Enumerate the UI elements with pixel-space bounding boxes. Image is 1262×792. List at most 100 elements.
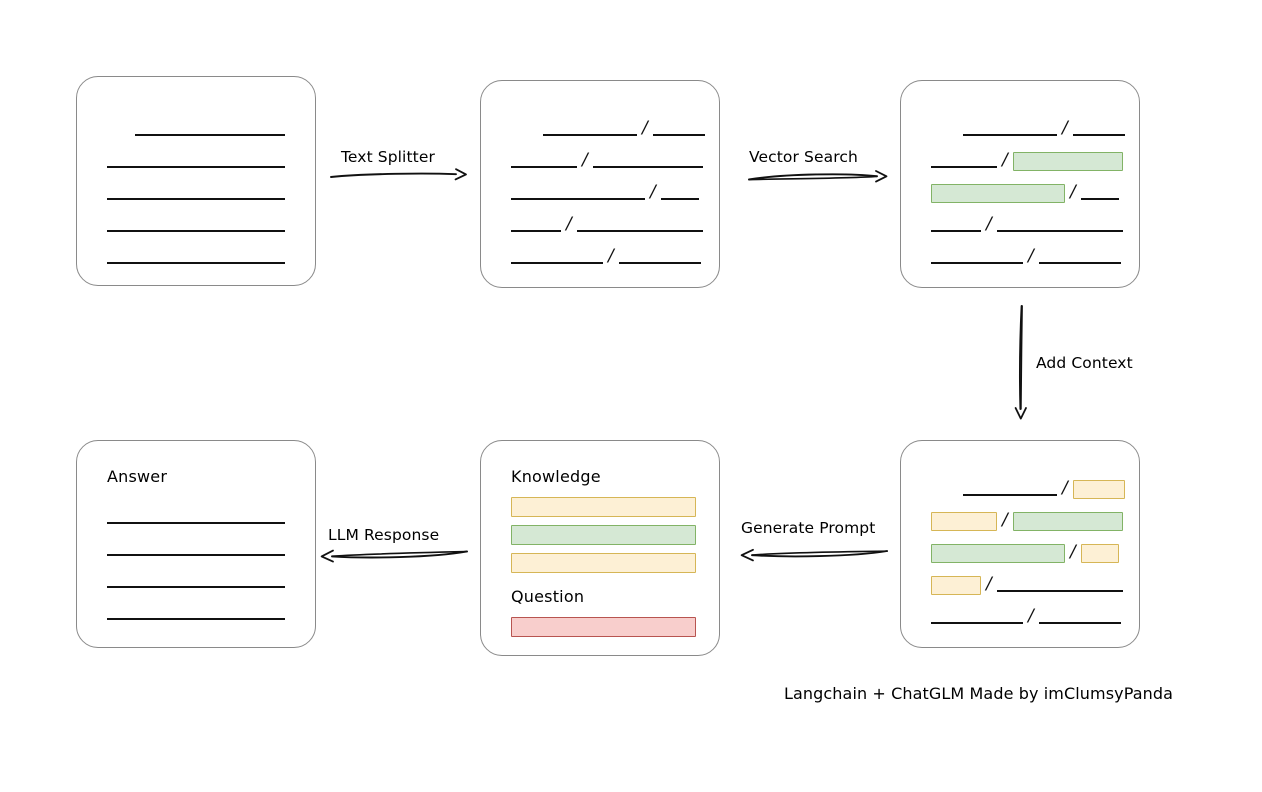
generate-prompt-arrow — [740, 545, 888, 565]
split-chunks-card[interactable]: / / / / / — [480, 80, 720, 288]
text-line-row: / — [931, 575, 1123, 595]
text-line-segment — [931, 262, 1023, 264]
segment-separator-slash: / — [1062, 478, 1068, 498]
text-line-row — [107, 507, 285, 527]
llm-response-label: LLM Response — [328, 526, 440, 544]
prompt-card[interactable]: Knowledge Question — [480, 440, 720, 656]
prompt-bar-red — [511, 617, 696, 637]
prompt-bar-green — [511, 525, 696, 545]
text-line-segment — [107, 618, 285, 620]
text-line-row: / — [931, 543, 1119, 563]
text-line-segment — [963, 134, 1057, 136]
highlighted-chunk-yellow — [1072, 479, 1125, 499]
text-line-row: / — [511, 247, 701, 267]
prompt-bar-yellow — [511, 553, 696, 573]
text-line-row — [107, 539, 285, 559]
text-line-segment — [107, 166, 285, 168]
segment-separator-slash: / — [608, 246, 614, 266]
source-document-card[interactable] — [76, 76, 316, 286]
text-line-row: / — [511, 151, 703, 171]
text-line-segment — [1038, 622, 1121, 624]
text-line-row: / — [931, 183, 1119, 203]
text-line-segment — [963, 494, 1057, 496]
text-line-row: / — [511, 215, 703, 235]
text-line-row: / — [963, 479, 1125, 499]
text-line-segment — [107, 586, 285, 588]
text-line-row: / — [931, 511, 1123, 531]
text-line-row: / — [963, 119, 1125, 139]
text-line-segment — [931, 622, 1023, 624]
segment-separator-slash: / — [986, 214, 992, 234]
add-context-arrow — [1013, 305, 1033, 420]
text-line-segment — [660, 198, 699, 200]
text-line-row — [107, 151, 285, 171]
text-line-segment — [107, 554, 285, 556]
add-context-label: Add Context — [1036, 354, 1133, 372]
text-line-row: / — [931, 247, 1121, 267]
answer-card[interactable]: Answer — [76, 440, 316, 648]
text-line-row: / — [931, 151, 1123, 171]
highlighted-chunk-yellow — [931, 511, 997, 531]
text-line-row — [107, 571, 285, 591]
text-line-segment — [592, 166, 703, 168]
vector-matches-card[interactable]: / / / / / — [900, 80, 1140, 288]
segment-separator-slash: / — [1002, 150, 1008, 170]
text-line-segment — [511, 198, 645, 200]
highlighted-chunk-green — [1012, 151, 1123, 171]
text-splitter-label: Text Splitter — [341, 148, 435, 166]
text-line-row — [107, 603, 285, 623]
text-splitter-arrow — [330, 168, 468, 184]
footer-credit: Langchain + ChatGLM Made by imClumsyPand… — [784, 684, 1174, 703]
segment-separator-slash: / — [1028, 606, 1034, 626]
highlighted-chunk-yellow — [1080, 543, 1119, 563]
text-line-segment — [511, 230, 561, 232]
highlighted-chunk-green — [931, 183, 1065, 203]
text-line-segment — [931, 166, 997, 168]
text-line-segment — [931, 230, 981, 232]
text-line-segment — [107, 262, 285, 264]
segment-separator-slash: / — [1062, 118, 1068, 138]
segment-separator-slash: / — [1002, 510, 1008, 530]
text-line-row — [107, 183, 285, 203]
text-line-segment — [576, 230, 703, 232]
context-added-card[interactable]: / / / / / — [900, 440, 1140, 648]
highlighted-chunk-yellow — [931, 575, 981, 595]
text-line-segment — [1072, 134, 1125, 136]
text-line-segment — [996, 590, 1123, 592]
text-line-segment — [543, 134, 637, 136]
segment-separator-slash: / — [650, 182, 656, 202]
text-line-row — [135, 119, 285, 139]
text-line-segment — [511, 166, 577, 168]
text-line-row: / — [931, 607, 1121, 627]
text-line-segment — [652, 134, 705, 136]
llm-response-arrow — [320, 546, 468, 566]
text-line-segment — [511, 262, 603, 264]
text-line-row: / — [543, 119, 705, 139]
prompt-bar-yellow — [511, 497, 696, 517]
text-line-segment — [107, 522, 285, 524]
text-line-segment — [107, 198, 285, 200]
text-line-row: / — [931, 215, 1123, 235]
segment-separator-slash: / — [582, 150, 588, 170]
generate-prompt-label: Generate Prompt — [741, 519, 876, 537]
question-label: Question — [511, 587, 585, 606]
text-line-segment — [618, 262, 701, 264]
text-line-segment — [996, 230, 1123, 232]
text-line-row — [107, 215, 285, 235]
text-line-segment — [1080, 198, 1119, 200]
segment-separator-slash: / — [986, 574, 992, 594]
segment-separator-slash: / — [1070, 542, 1076, 562]
vector-search-arrow — [748, 168, 888, 188]
text-line-row — [107, 247, 285, 267]
segment-separator-slash: / — [642, 118, 648, 138]
segment-separator-slash: / — [1028, 246, 1034, 266]
text-line-segment — [107, 230, 285, 232]
knowledge-label: Knowledge — [511, 467, 601, 486]
segment-separator-slash: / — [566, 214, 572, 234]
segment-separator-slash: / — [1070, 182, 1076, 202]
text-line-segment — [135, 134, 285, 136]
highlighted-chunk-green — [931, 543, 1065, 563]
highlighted-chunk-green — [1012, 511, 1123, 531]
answer-title: Answer — [107, 467, 168, 486]
